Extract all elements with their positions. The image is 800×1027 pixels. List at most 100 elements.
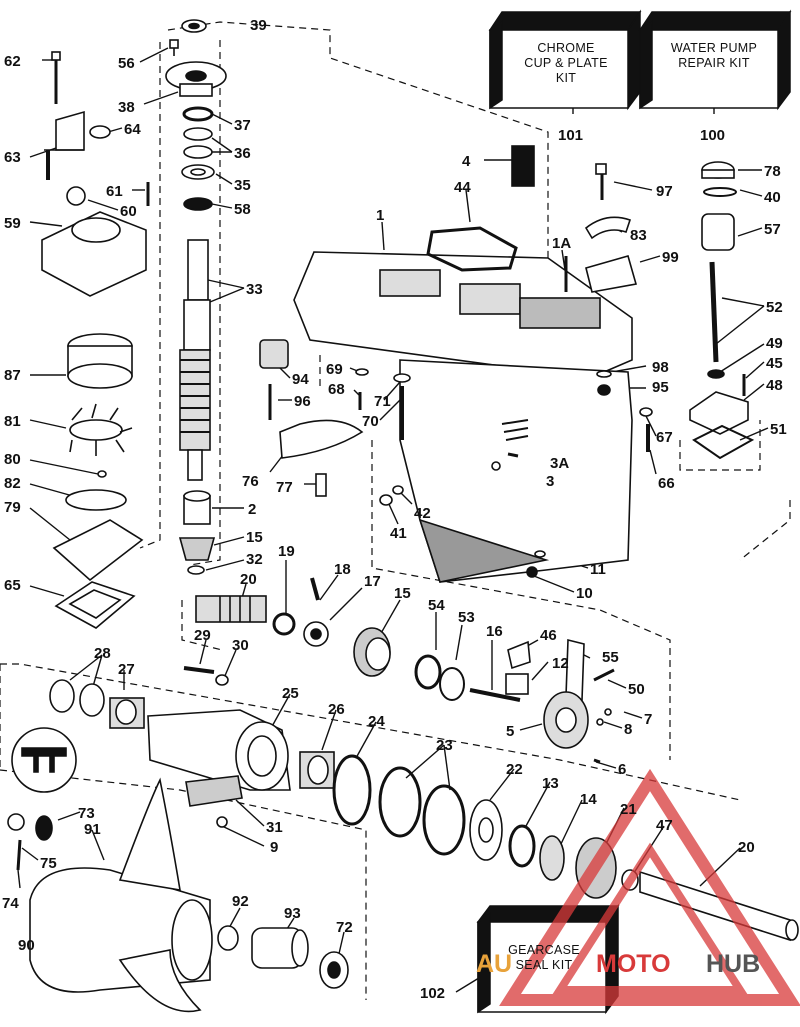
o-ring-37 <box>182 106 214 122</box>
callout-59: 59 <box>4 215 21 232</box>
bearing-housing-5 <box>543 691 589 749</box>
pin-50 <box>593 668 615 682</box>
callout-3: 3 <box>546 473 554 490</box>
chrome-kit-line2: CUP & PLATE <box>524 56 607 70</box>
callout-42: 42 <box>414 505 431 522</box>
nut-32 <box>187 565 205 575</box>
cotter-pin-75 <box>16 839 22 871</box>
clutch-dog-20 <box>195 595 267 623</box>
callout-45: 45 <box>766 355 783 372</box>
retaining-rings-23 <box>378 766 466 856</box>
drive-shaft-33 <box>179 239 211 481</box>
block-94 <box>259 339 289 369</box>
housing-plate-38 <box>165 61 227 97</box>
callout-79: 79 <box>4 499 21 516</box>
callout-32: 32 <box>246 551 263 568</box>
callout-14: 14 <box>580 791 597 808</box>
callout-numbers: 39 56 62 38 37 64 63 36 35 61 60 58 59 3… <box>2 17 787 954</box>
water-pump-kit-line1: WATER PUMP <box>671 41 757 55</box>
callout-20-propshaft: 20 <box>738 839 755 856</box>
callout-4: 4 <box>462 153 471 170</box>
callout-11: 11 <box>590 561 606 578</box>
pin-18 <box>310 577 320 601</box>
screw-10 <box>526 566 538 578</box>
clip-40 <box>703 187 737 197</box>
nut-95 <box>597 384 611 396</box>
callout-81: 81 <box>4 413 21 430</box>
callout-20-clutch: 20 <box>240 571 257 588</box>
impeller-liner-87 <box>67 333 133 389</box>
kit-labels: CHROME CUP & PLATE KIT WATER PUMP REPAIR… <box>420 41 757 1002</box>
callout-90: 90 <box>18 937 35 954</box>
callout-95: 95 <box>652 379 669 396</box>
bolt-62 <box>51 51 61 104</box>
pinion-gear-15 <box>178 537 216 561</box>
callout-83: 83 <box>630 227 647 244</box>
callout-28: 28 <box>94 645 111 662</box>
callout-1A: 1A <box>552 235 571 252</box>
retainer-58 <box>183 197 213 211</box>
callout-17: 17 <box>364 573 381 590</box>
callout-55: 55 <box>602 649 619 666</box>
screw-3 <box>491 461 501 471</box>
washer-30 <box>215 674 229 686</box>
callout-2: 2 <box>248 501 256 518</box>
screw-97 <box>595 163 607 200</box>
callout-8: 8 <box>624 721 632 738</box>
callout-30: 30 <box>232 637 249 654</box>
callout-35: 35 <box>234 177 251 194</box>
washer-67 <box>639 407 653 417</box>
gasket-51 <box>692 424 755 460</box>
callout-97: 97 <box>656 183 673 200</box>
callout-62: 62 <box>4 53 21 70</box>
callout-6: 6 <box>618 761 626 778</box>
callout-49: 49 <box>766 335 783 352</box>
callout-102: 102 <box>420 985 445 1002</box>
bearing-2 <box>183 490 211 525</box>
trim-tab-76 <box>279 419 364 459</box>
nut-73 <box>7 813 25 831</box>
water-pump-kit-box <box>638 9 792 111</box>
chrome-cup-plate-kit-box <box>488 9 642 111</box>
seal-detail <box>11 727 77 793</box>
callout-87: 87 <box>4 367 21 384</box>
callout-19: 19 <box>278 543 295 560</box>
callout-75: 75 <box>40 855 57 872</box>
shim-13 <box>508 824 536 868</box>
bearing-26 <box>299 751 335 789</box>
callout-15-pinion: 15 <box>246 529 263 546</box>
callout-15-forward: 15 <box>394 585 411 602</box>
callout-93: 93 <box>284 905 301 922</box>
clip-83 <box>584 216 632 240</box>
ball-6 <box>593 758 601 764</box>
cover-48 <box>689 391 749 435</box>
callout-46: 46 <box>540 627 557 644</box>
callout-22: 22 <box>506 761 523 778</box>
callout-21: 21 <box>620 801 637 818</box>
cam-55 <box>565 638 585 702</box>
plug-41 <box>379 494 393 506</box>
callout-10: 10 <box>576 585 593 602</box>
screw-56 <box>169 39 179 56</box>
link-12 <box>505 673 529 695</box>
callout-78: 78 <box>764 163 781 180</box>
callout-38: 38 <box>118 99 135 116</box>
callout-47: 47 <box>656 817 673 834</box>
callout-53: 53 <box>458 609 475 626</box>
callout-29: 29 <box>194 627 211 644</box>
gasket-82 <box>65 489 127 511</box>
watermark-text: AU MOTO HUB <box>476 950 760 978</box>
callout-70: 70 <box>362 413 379 430</box>
washer-73b <box>35 815 53 841</box>
callout-94: 94 <box>292 371 309 388</box>
bracket-46 <box>507 640 531 670</box>
callout-25: 25 <box>282 685 299 702</box>
callout-3A: 3A <box>550 455 569 472</box>
washer-98 <box>596 370 612 378</box>
spring-19 <box>272 612 296 636</box>
callout-7: 7 <box>644 711 652 728</box>
callout-9: 9 <box>270 839 278 856</box>
watermark-au: AU <box>476 950 512 978</box>
bearing-carrier-25 <box>147 709 291 791</box>
callout-37: 37 <box>234 117 251 134</box>
